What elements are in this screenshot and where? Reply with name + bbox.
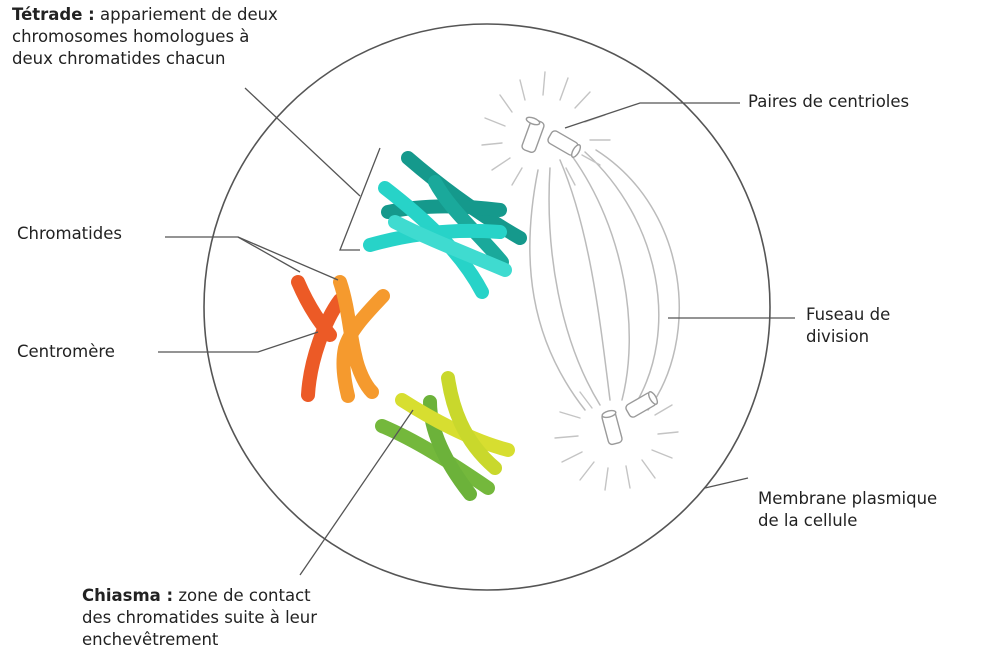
tetrad-green — [375, 371, 515, 501]
cell-membrane — [203, 23, 771, 591]
leader-lines — [158, 87, 795, 576]
leader-chromatides-2 — [237, 236, 339, 281]
label-fuseau-line1: Fuseau de — [806, 305, 891, 324]
label-fuseau: Fuseau de division — [806, 304, 890, 348]
label-chiasma-line3: enchevêtrement — [82, 630, 219, 649]
label-chromatides: Chromatides — [17, 224, 122, 243]
label-chiasma-line1: zone de contact — [178, 586, 311, 605]
label-membrane: Membrane plasmique de la cellule — [758, 488, 937, 532]
label-chiasma-line2: des chromatides suite à leur — [82, 608, 318, 627]
label-centrioles: Paires de centrioles — [748, 92, 910, 111]
upper-aster — [481, 71, 611, 186]
label-membrane-line2: de la cellule — [758, 511, 858, 530]
label-membrane-line1: Membrane plasmique — [758, 489, 938, 508]
lower-aster — [554, 391, 679, 491]
label-tetrade-term: Tétrade : — [12, 5, 95, 24]
division-spindle — [529, 149, 680, 411]
lower-centrioles — [601, 391, 659, 446]
label-tetrade: Tétrade : appariement de deux chromosome… — [12, 4, 278, 70]
bracket-tetrade — [339, 147, 381, 251]
label-chiasma: Chiasma : zone de contact des chromatide… — [82, 585, 317, 651]
leader-centromere — [158, 331, 319, 353]
label-centromere: Centromère — [17, 342, 115, 361]
label-tetrade-line1: appariement de deux — [100, 5, 278, 24]
tetrad-teal — [363, 151, 527, 299]
leader-chiasma — [299, 409, 414, 576]
chromosome-orange — [291, 275, 390, 403]
label-fuseau-line2: division — [806, 327, 870, 346]
label-chiasma-term: Chiasma : — [82, 586, 174, 605]
upper-centrioles — [521, 116, 582, 158]
leader-tetrade — [244, 87, 361, 197]
label-tetrade-line3: deux chromatides chacun — [12, 49, 226, 68]
leader-membrane — [704, 477, 749, 489]
leader-centrioles — [564, 102, 740, 129]
label-tetrade-line2: chromosomes homologues à — [12, 27, 250, 46]
